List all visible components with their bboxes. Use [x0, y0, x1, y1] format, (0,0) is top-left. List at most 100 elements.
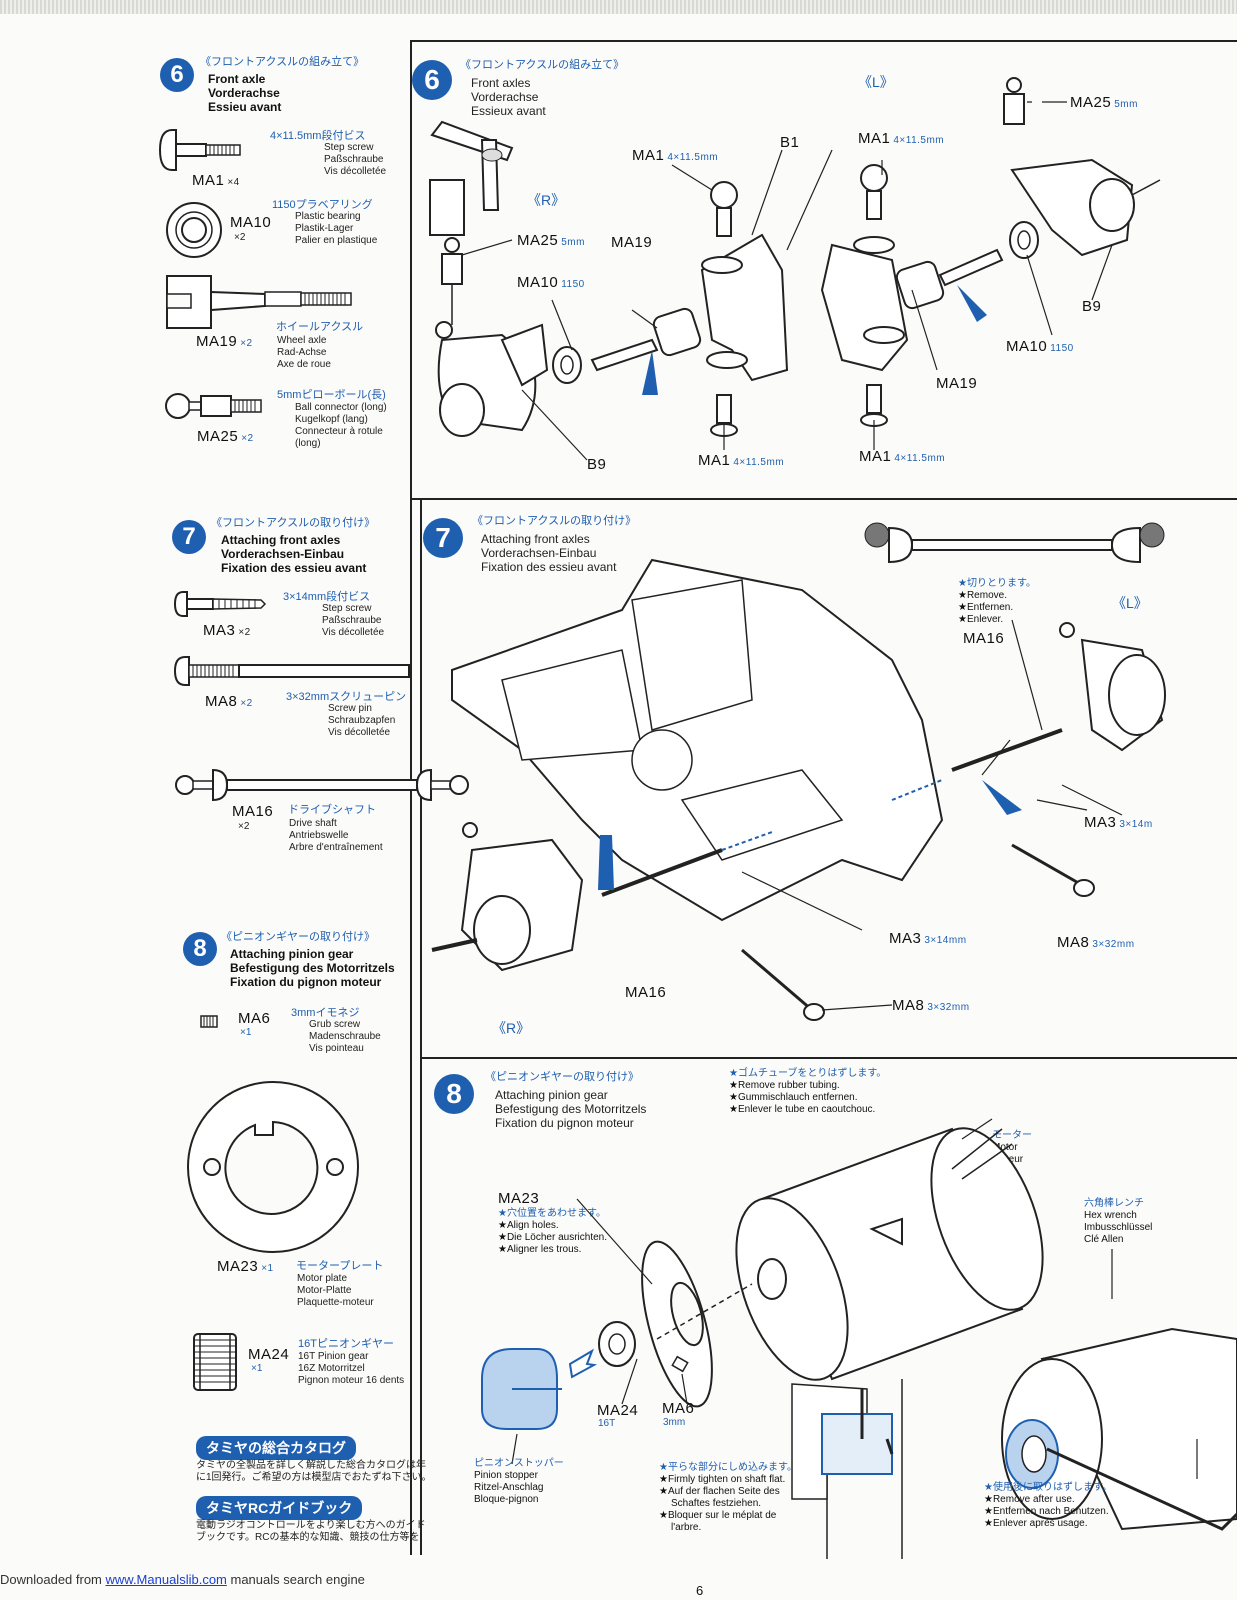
left-ma23-jp: モータープレート: [296, 1260, 384, 1272]
lbl-ma19-r: MA19: [611, 234, 653, 251]
right-step7-badge: 7: [423, 518, 463, 558]
left-ma24-code: MA24: [248, 1346, 290, 1363]
lbl-b9-l: B9: [1082, 298, 1102, 315]
left-ma3-jp: 3×14mm段付ビス: [283, 591, 371, 603]
frame-inner-left: [420, 500, 422, 1555]
right-step6-R: 《R》: [527, 192, 566, 208]
left-ma6-qty: ×1: [240, 1027, 252, 1038]
lbl-R-step7: 《R》: [492, 1020, 531, 1036]
left-ma8-jp: 3×32mmスクリューピン: [286, 691, 407, 703]
step7-chassis-drawing: [431, 522, 1166, 1021]
right-step6-badge: 6: [412, 60, 452, 100]
left-ma23-code: MA23×1: [217, 1258, 274, 1275]
step8-tube-note: ★ゴムチューブをとりはずします。 ★Remove rubber tubing.★…: [729, 1068, 887, 1115]
ma16-driveshaft-drawing: [175, 768, 469, 802]
right-step8-badge: 8: [434, 1074, 474, 1114]
ma8-screwpin-drawing: [173, 656, 410, 686]
left-step8-titles: Attaching pinion gear Befestigung des Mo…: [230, 947, 395, 989]
manualslib-link[interactable]: www.Manualslib.com: [105, 1572, 227, 1587]
ma3-screw-drawing: [173, 591, 267, 617]
left-step8-jp-title: 《ピニオンギヤーの取り付け》: [221, 931, 375, 943]
left-ma16-jp: ドライブシャフト: [288, 804, 376, 816]
step6-assembly-drawing: [429, 77, 1161, 461]
left-step7-fr: Fixation des essieu avant: [221, 561, 367, 575]
left-step8-badge: 8: [183, 932, 217, 966]
flat-tighten-note: ★平らな部分にしめ込みます。 ★Firmly tighten on shaft …: [659, 1462, 797, 1533]
left-step7-de: Vorderachsen-Einbau: [221, 547, 345, 561]
ma6-grubscrew-drawing: [200, 1015, 218, 1028]
catalog-text: タミヤの全製品を詳しく解説した総合カタログは年に1回発行。ご希望の方は模型店でお…: [196, 1460, 432, 1483]
ma1-screw-drawing: [158, 129, 241, 171]
lbl-ma23-step8: MA23: [498, 1190, 540, 1207]
right-step7-jp-title: 《フロントアクスルの取り付け》: [472, 515, 637, 527]
left-ma25-jp: 5mmピローボール(長): [277, 389, 386, 401]
footer-download-credit: Downloaded from www.Manualslib.com manua…: [0, 1572, 365, 1587]
ma10-bearing-drawing: [166, 202, 222, 258]
frame-divider-1: [410, 498, 1237, 500]
guide-text: 電動ラジオコントロールをより楽しむ方へのガイドブックです。RCの基本的な知識、競…: [196, 1520, 426, 1543]
left-ma6-code: MA6: [238, 1010, 271, 1027]
right-step6-L: 《L》: [858, 74, 894, 90]
ma19-axle-drawing: [166, 275, 352, 329]
lbl-L-step7: 《L》: [1112, 595, 1148, 611]
align-note: ★穴位置をあわせます。 ★Align holes.★Die Löcher aus…: [498, 1208, 608, 1255]
left-ma10-qty: ×2: [234, 232, 246, 243]
catalog-title-pill: タミヤの総合カタログ: [196, 1436, 356, 1460]
left-step6-fr: Essieu avant: [208, 100, 282, 114]
step8-motor-drawing: [481, 1118, 1237, 1559]
frame-divider-2: [420, 1057, 1237, 1059]
top-scan-band: [0, 0, 1237, 14]
lbl-ma16-r: MA16: [625, 984, 667, 1001]
lbl-b9-r: B9: [587, 456, 607, 473]
left-step6-jp-title: 《フロントアクスルの組み立て》: [200, 56, 365, 68]
page-number: 6: [696, 1583, 704, 1598]
left-ma1-jp: 4×11.5mm段付ビス: [270, 130, 366, 142]
lbl-b1: B1: [780, 134, 800, 151]
left-ma16-code: MA16: [232, 803, 274, 820]
left-ma25-desc: Ball connector (long)Kugelkopf (lang)Con…: [295, 402, 387, 449]
left-step7-jp-title: 《フロントアクスルの取り付け》: [211, 517, 376, 529]
left-ma24-qty: ×1: [251, 1363, 263, 1374]
right-step8-jp-title: 《ピニオンギヤーの取り付け》: [485, 1071, 639, 1083]
left-step8-en: Attaching pinion gear: [230, 947, 354, 961]
left-ma19-code: MA19×2: [196, 333, 253, 350]
left-ma10-jp: 1150プラベアリング: [272, 199, 373, 211]
ma24-pinion-drawing: [193, 1333, 237, 1391]
left-step7-en: Attaching front axles: [221, 533, 341, 547]
lbl-ma6-3mm: 3mm: [663, 1417, 686, 1428]
lbl-ma24-step8: MA24: [597, 1402, 639, 1419]
left-ma16-qty: ×2: [238, 821, 250, 832]
lbl-ma24-16t: 16T: [598, 1418, 616, 1429]
lbl-ma16-l: MA16: [963, 630, 1005, 647]
left-ma3-code: MA3×2: [203, 622, 251, 639]
left-step7-titles: Attaching front axles Vorderachsen-Einba…: [221, 533, 366, 575]
ma23-motorplate-drawing: [187, 1081, 359, 1253]
left-ma24-jp: 16Tピニオンギヤー: [298, 1338, 394, 1350]
left-ma8-code: MA8×2: [205, 693, 253, 710]
left-ma6-jp: 3mmイモネジ: [291, 1007, 360, 1019]
left-ma10-code: MA10: [230, 214, 272, 231]
left-ma25-code: MA25×2: [197, 428, 254, 445]
